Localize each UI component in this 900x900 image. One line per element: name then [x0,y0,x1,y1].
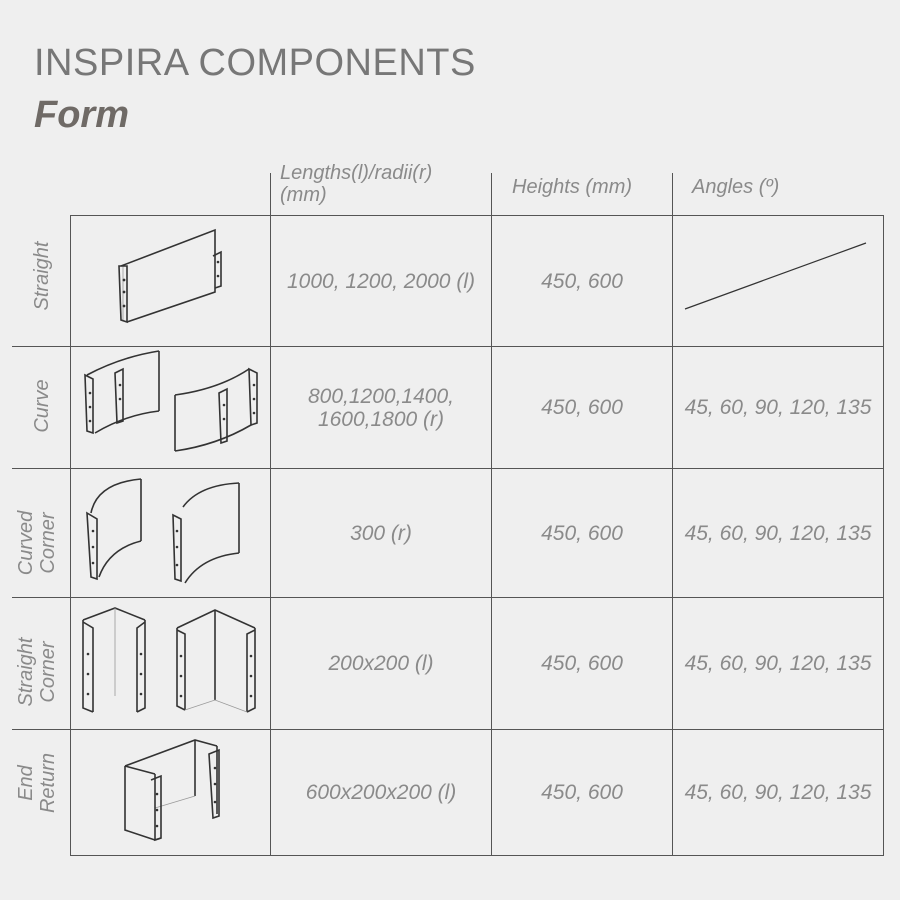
curve-panel-icon [84,350,258,452]
straight-panel-icon [118,228,222,324]
row-divider [12,729,883,730]
row-divider [12,468,883,469]
cell-lengths-straight: 1000, 1200, 2000 (l) [287,269,475,293]
header-lengths: Lengths(l)/radii(r) (mm) [280,162,433,206]
straight-corner-panel-icon [82,607,256,713]
cell-angles-end-return: 45, 60, 90, 120, 135 [684,781,872,804]
cell-angles-curved-corner: 45, 60, 90, 120, 135 [684,521,872,545]
cell-lengths-curved-corner: 300 (r) [350,521,412,545]
cell-lengths-curve: 800,1200,1400, 1600,1800 (r) [308,384,454,431]
header-divider [672,173,673,215]
curved-corner-panel-icon [86,478,240,584]
row-divider [70,855,883,856]
column-divider [270,215,271,856]
column-divider [491,215,492,856]
cell-heights-straight-corner: 450, 600 [541,652,623,675]
cell-angles-straight [673,216,883,346]
cell-heights-curved-corner: 450, 600 [541,521,623,545]
row-divider [12,597,883,598]
cell-heights-curve: 450, 600 [541,396,623,419]
cell-lengths-end-return: 600x200x200 (l) [305,781,457,804]
diagonal-slash-icon [684,242,867,310]
end-return-panel-icon [124,739,220,842]
header-divider [270,173,271,215]
page-title: INSPIRA COMPONENTS [34,42,476,84]
row-divider [12,346,883,347]
header-divider [491,173,492,215]
cell-angles-curve: 45, 60, 90, 120, 135 [684,396,872,419]
header-angles: Angles (º) [692,176,780,198]
row-divider [70,215,883,216]
column-divider [883,215,884,856]
cell-angles-straight-corner: 45, 60, 90, 120, 135 [684,652,872,675]
page-subtitle: Form [34,94,129,136]
cell-heights-straight: 450, 600 [541,269,623,293]
cell-heights-end-return: 450, 600 [541,781,623,804]
column-divider [672,215,673,856]
header-heights: Heights (mm) [512,176,633,198]
cell-lengths-straight-corner: 200x200 (l) [328,652,434,675]
column-divider [70,215,71,856]
